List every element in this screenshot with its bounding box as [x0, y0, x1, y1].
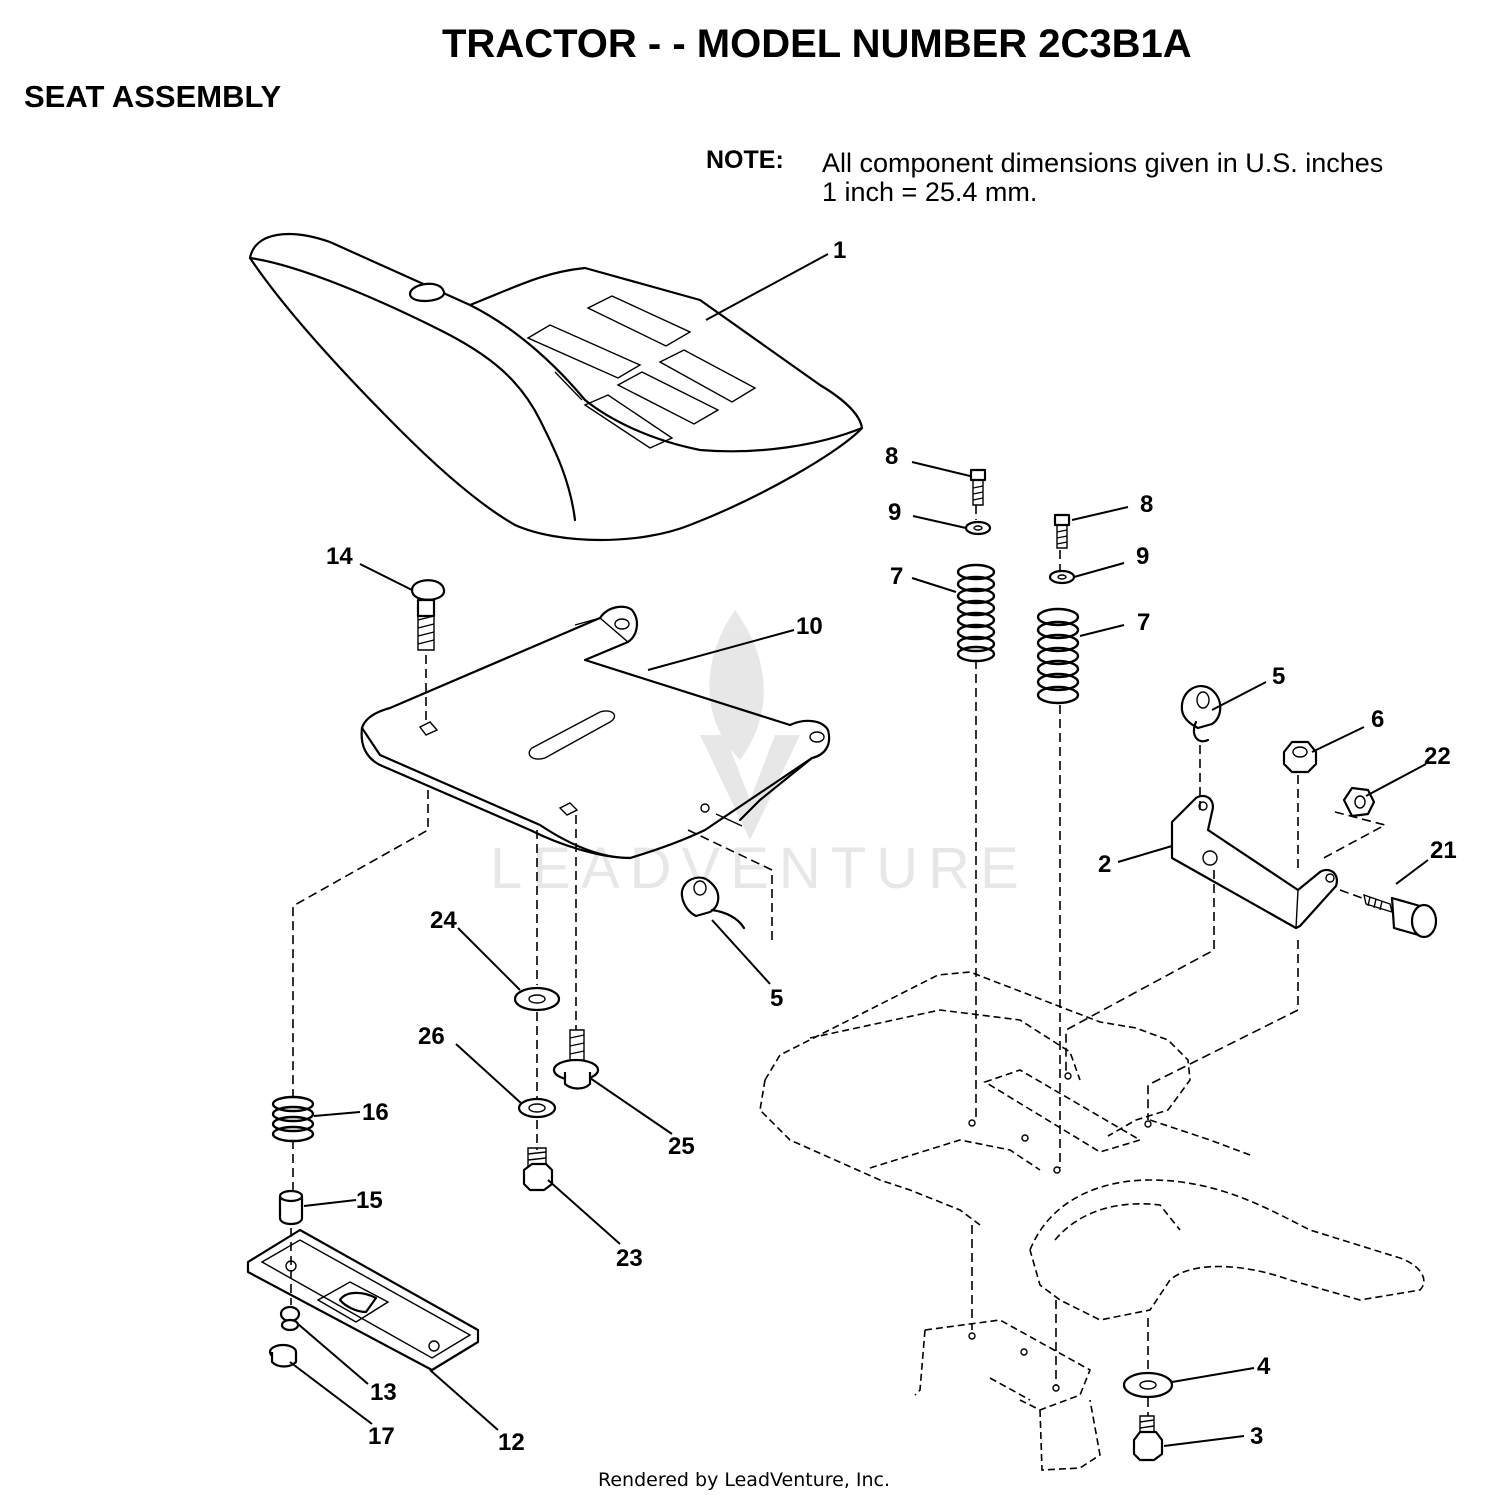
nut-part-22 — [1342, 786, 1376, 818]
callout-2: 2 — [1098, 851, 1111, 878]
bushing-part-15 — [278, 1189, 304, 1226]
callout-22: 22 — [1424, 743, 1451, 770]
callout-15: 15 — [356, 1187, 383, 1214]
carriage-bolt-part-14 — [408, 282, 446, 651]
callout-21: 21 — [1430, 837, 1457, 864]
note-label: NOTE: — [706, 146, 784, 174]
callout-12: 12 — [498, 1429, 525, 1456]
clip-part-5-lower — [680, 876, 746, 930]
tractor-frame-phantom — [759, 971, 1425, 1471]
callout-3: 3 — [1250, 1423, 1263, 1450]
plate-part-12 — [246, 1228, 480, 1372]
bolt-part-8-right — [1053, 513, 1071, 549]
nut-part-6 — [1282, 740, 1318, 774]
seat-part-1 — [248, 232, 864, 542]
callout-9-right: 9 — [1136, 543, 1149, 570]
spring-part-7-left — [956, 563, 996, 663]
callout-4: 4 — [1257, 1353, 1271, 1380]
callout-10: 10 — [796, 613, 823, 640]
bracket-part-2 — [1170, 794, 1338, 930]
callout-26: 26 — [418, 1023, 445, 1050]
credit-footer: Rendered by LeadVenture, Inc. — [598, 1469, 890, 1491]
callout-6: 6 — [1371, 706, 1384, 733]
callout-1: 1 — [833, 237, 846, 264]
washer-part-9-right — [1048, 569, 1076, 585]
section-title: SEAT ASSEMBLY — [24, 79, 282, 114]
nut-part-13 — [279, 1305, 301, 1332]
callout-23: 23 — [616, 1245, 643, 1272]
shoulder-bolt-part-21 — [1363, 893, 1438, 939]
spring-part-16 — [271, 1095, 315, 1143]
callout-13: 13 — [370, 1379, 397, 1406]
washer-part-24 — [513, 986, 561, 1012]
washer-part-4 — [1122, 1371, 1174, 1399]
washer-part-26 — [517, 1097, 557, 1119]
spring-part-7-right — [1036, 607, 1080, 705]
watermark: LEADVENTURE — [490, 610, 1019, 901]
callout-8-right: 8 — [1140, 491, 1153, 518]
callout-7-right: 7 — [1137, 609, 1150, 636]
callout-8-left: 8 — [885, 443, 898, 470]
callout-9-left: 9 — [888, 499, 901, 526]
leader-lines — [289, 253, 1429, 1447]
note-line-1: All component dimensions given in U.S. i… — [822, 148, 1383, 178]
bolt-part-3 — [1132, 1415, 1164, 1462]
callout-labels: 1 2 3 4 5 5 6 7 7 8 8 9 9 10 12 13 14 15… — [326, 237, 1457, 1456]
bolt-part-8-left — [969, 468, 987, 506]
washer-part-9-left — [964, 520, 992, 536]
callout-5-lower: 5 — [770, 985, 783, 1012]
callout-14: 14 — [326, 543, 353, 570]
note-line-2: 1 inch = 25.4 mm. — [822, 177, 1037, 207]
hex-bolt-part-23 — [522, 1147, 554, 1192]
callout-16: 16 — [362, 1099, 389, 1126]
clip-part-5-upper — [1180, 685, 1222, 743]
assembly-lines — [290, 505, 1388, 1416]
callout-5-upper: 5 — [1272, 663, 1285, 690]
callout-17: 17 — [368, 1423, 395, 1450]
flange-bolt-part-25 — [552, 1029, 600, 1090]
flange-nut-part-17 — [268, 1343, 298, 1368]
callout-7-left: 7 — [890, 563, 903, 590]
seat-pan-part-10 — [360, 605, 831, 860]
callout-24: 24 — [430, 907, 457, 934]
callout-25: 25 — [668, 1133, 695, 1160]
diagram-title: TRACTOR - - MODEL NUMBER 2C3B1A — [442, 22, 1192, 66]
